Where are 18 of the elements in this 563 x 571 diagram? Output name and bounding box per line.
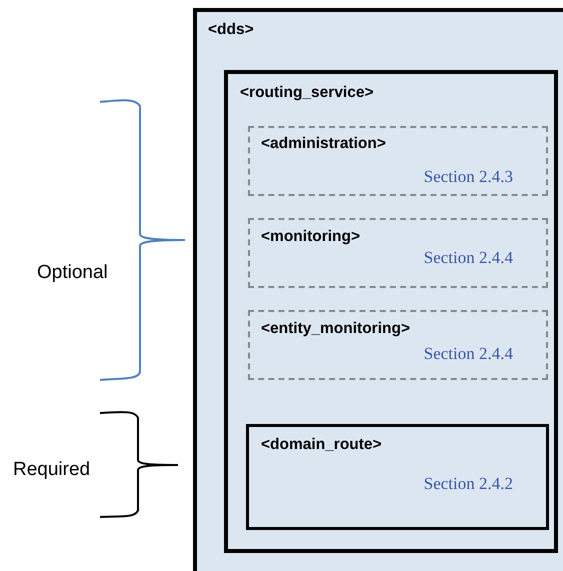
element-tag: <domain_route> bbox=[261, 436, 382, 454]
element-box bbox=[246, 424, 549, 530]
group-label: Optional bbox=[37, 262, 108, 284]
element-tag: <monitoring> bbox=[261, 228, 360, 246]
optional-element-box bbox=[248, 126, 548, 196]
element-tag: <administration> bbox=[261, 135, 386, 153]
element-tag: <entity_monitoring> bbox=[261, 320, 410, 338]
optional-element-box bbox=[248, 218, 548, 288]
element-box bbox=[224, 70, 558, 553]
section-reference: Section 2.4.4 bbox=[424, 248, 513, 268]
optional-element-box bbox=[248, 310, 548, 380]
element-tag: <routing_service> bbox=[240, 84, 374, 102]
element-box bbox=[193, 8, 563, 571]
section-reference: Section 2.4.2 bbox=[424, 474, 513, 494]
group-label: Required bbox=[13, 459, 90, 481]
element-tag: <dds> bbox=[208, 21, 254, 39]
section-reference: Section 2.4.4 bbox=[424, 344, 513, 364]
section-reference: Section 2.4.3 bbox=[424, 167, 513, 187]
